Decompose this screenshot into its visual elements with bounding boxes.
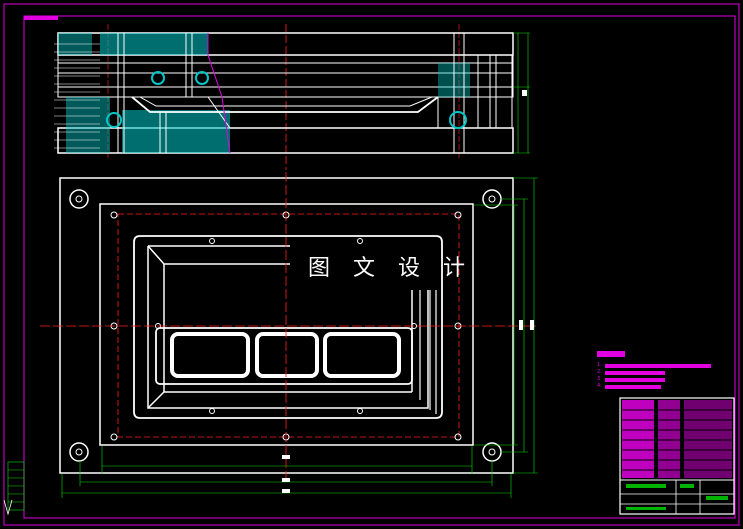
window-right [323,332,401,378]
hatch-block-left [100,33,208,55]
window-left [170,332,250,378]
boss-circle [151,71,165,85]
revision-table [3,461,25,516]
guide-hole-tl [69,189,89,209]
section-view [54,24,530,170]
guide-hole-br [482,442,502,462]
technical-note-2: 2. [597,369,602,375]
technical-note-3: 3. [597,376,602,382]
drawing-frame [23,15,736,519]
guide-hole-bl [69,442,89,462]
technical-note-2-text [605,371,665,375]
technical-note-4-text [605,385,661,389]
mold-base-outline [59,177,514,474]
technical-notes-title [597,351,625,357]
technical-note-1: 1. [597,362,602,368]
watermark-text: 图 文 设 计 [308,256,473,281]
technical-note-1-text [605,364,711,368]
sheet-border [3,3,740,526]
frame-tab [24,16,58,20]
plan-view [40,172,538,498]
title-block [619,397,735,515]
window-middle [255,332,319,378]
technical-note-4: 4. [597,383,602,389]
technical-note-3-text [605,378,665,382]
